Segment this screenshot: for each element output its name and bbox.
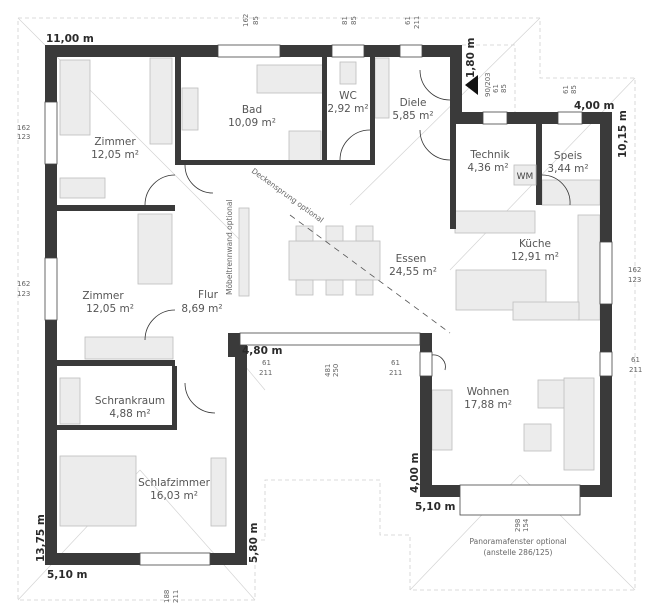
entrance-arrow-icon [465,75,478,95]
room-name: Zimmer [94,136,136,148]
svg-text:85: 85 [570,85,578,94]
room-name: Schrankraum [95,395,165,407]
svg-text:250: 250 [332,364,340,377]
svg-text:188: 188 [163,590,171,603]
doors[interactable] [144,69,571,414]
window[interactable] [419,351,433,377]
window-dimensions: 162 85 81 85 61 211 90/203 61 85 61 85 1… [17,14,642,603]
svg-text:123: 123 [628,276,641,284]
window[interactable] [599,241,613,305]
room-area: 2,92 m² [327,103,368,115]
room-name: Diele [400,97,427,109]
svg-text:61: 61 [262,359,271,367]
room-name: Flur [198,289,219,301]
dim-glass: 4,80 m [242,345,283,357]
windows[interactable] [44,44,613,566]
room-name: Speis [554,150,582,162]
window[interactable] [331,44,365,58]
svg-text:61: 61 [391,359,400,367]
dimension-labels: 11,00 m 1,80 m 4,00 m 10,15 m 4,80 m 13,… [35,33,629,581]
room-area: 3,44 m² [547,163,588,175]
svg-text:90/203: 90/203 [484,72,492,97]
svg-text:61: 61 [492,84,500,93]
room-name: Schlafzimmer [138,477,210,489]
room-area: 4,88 m² [109,408,150,420]
svg-text:81: 81 [341,16,349,25]
room-area: 12,05 m² [91,149,139,161]
svg-text:162: 162 [17,124,30,132]
furniture [59,57,601,527]
svg-text:85: 85 [500,84,508,93]
svg-text:123: 123 [17,133,30,141]
room-name: Technik [469,149,510,161]
room-name: Wohnen [467,386,510,398]
svg-text:298: 298 [514,519,522,532]
ceiling-note: Deckensprung optional [250,166,325,224]
dim-top: 11,00 m [46,33,94,45]
room-area: 12,91 m² [511,251,559,263]
svg-text:481: 481 [324,364,332,377]
washing-machine [513,164,537,186]
svg-text:162: 162 [628,266,641,274]
room-area: 5,85 m² [392,110,433,122]
svg-text:211: 211 [413,16,421,29]
svg-text:211: 211 [389,369,402,377]
svg-text:61: 61 [562,85,570,94]
panorama-note-2: (anstelle 286/125) [484,548,553,557]
dim-right: 10,15 m [617,110,629,158]
dim-living-left: 4,00 m [409,452,421,493]
entry-canopy [462,44,516,112]
dim-bottom-left: 5,10 m [47,569,88,581]
room-name: Essen [396,253,427,265]
dim-entry: 1,80 m [465,37,477,78]
room-area: 4,36 m² [467,162,508,174]
svg-text:211: 211 [172,590,180,603]
svg-text:211: 211 [259,369,272,377]
room-name: Küche [519,238,551,250]
room-area: 8,69 m² [181,303,222,315]
room-name: Bad [242,104,262,116]
room-area: 10,09 m² [228,117,276,129]
dim-living-bottom: 5,10 m [415,501,456,513]
svg-text:61: 61 [404,16,412,25]
room-area: 24,55 m² [389,266,437,278]
room-area: 12,05 m² [86,303,134,315]
window[interactable] [557,111,583,125]
svg-text:162: 162 [17,280,30,288]
dim-bed-right: 5,80 m [248,522,260,563]
window[interactable] [399,44,423,58]
panorama-window[interactable] [459,484,581,516]
partition-note: Möbeltrennwand optional [225,199,234,295]
room-area: 17,88 m² [464,399,512,411]
room-name: Zimmer [82,290,124,302]
window[interactable] [482,111,508,125]
dim-kitchen-top: 4,00 m [574,100,615,112]
dim-left: 13,75 m [35,514,47,562]
svg-text:154: 154 [522,518,530,532]
panorama-note: Panoramafenster optional [469,537,566,546]
glass-front[interactable] [239,332,421,346]
ceiling-step-line [289,214,451,334]
svg-text:211: 211 [629,366,642,374]
svg-text:123: 123 [17,290,30,298]
svg-text:162: 162 [242,14,250,27]
svg-text:85: 85 [350,16,358,25]
room-name: WC [339,90,357,102]
window[interactable] [139,552,211,566]
window[interactable] [44,101,58,165]
window[interactable] [599,351,613,377]
washing-machine-label: WM [517,172,534,182]
svg-text:61: 61 [631,356,640,364]
window[interactable] [217,44,281,58]
room-area: 16,03 m² [150,490,198,502]
window[interactable] [44,257,58,321]
svg-text:85: 85 [252,16,260,25]
room-labels: Zimmer 12,05 m² Bad 10,09 m² WC 2,92 m² … [82,90,588,502]
